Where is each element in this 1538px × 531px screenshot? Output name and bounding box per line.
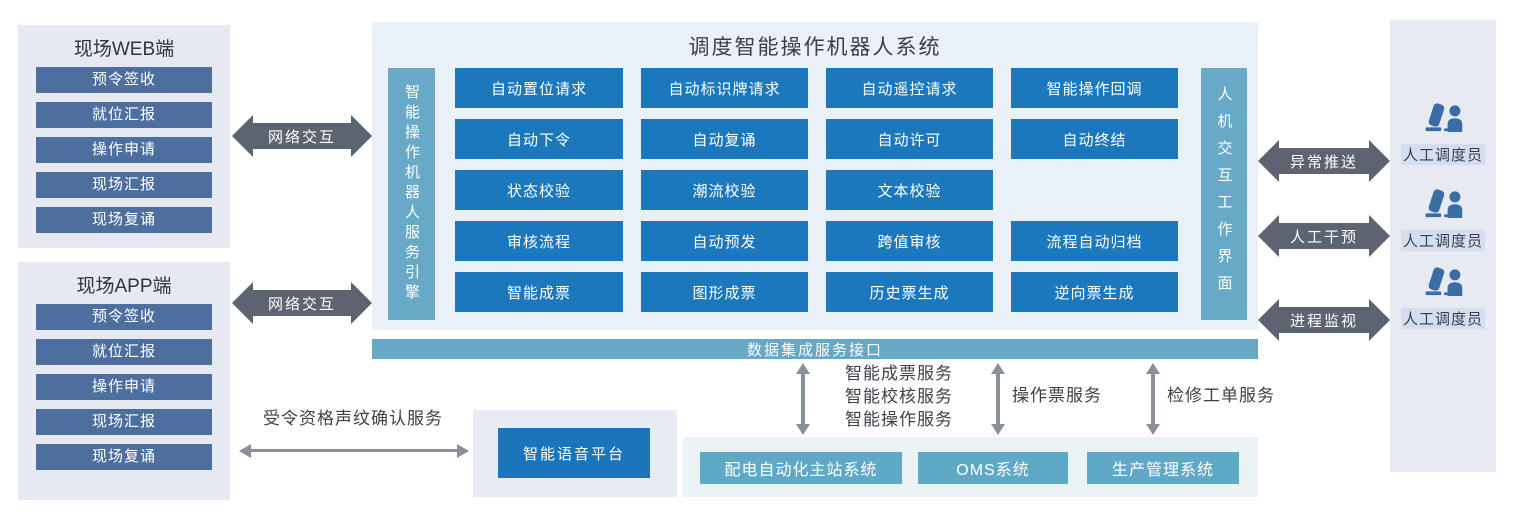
module-box: 自动复诵 <box>641 119 808 159</box>
bus-arrow-maintenance <box>1151 373 1155 425</box>
dispatcher-unit: 人工调度员 <box>1390 266 1496 329</box>
module-grid: 自动置位请求 自动标识牌请求 自动遥控请求 智能操作回调 自动下令 自动复诵 自… <box>455 68 1178 312</box>
field-web-item: 现场复诵 <box>36 207 212 233</box>
bus-arrow-smart <box>801 373 805 425</box>
dispatcher-panel <box>1390 20 1496 472</box>
operation-ticket-label: 操作票服务 <box>1012 386 1102 405</box>
dispatcher-at-terminal-icon <box>1425 189 1463 218</box>
dispatcher-at-terminal-icon <box>1425 267 1463 296</box>
module-box: 逆向票生成 <box>1011 272 1178 312</box>
module-box: 流程自动归档 <box>1011 221 1178 261</box>
smart-service-line: 智能成票服务 <box>845 364 953 383</box>
dispatcher-label: 人工调度员 <box>1400 308 1485 329</box>
dispatch-arrow-exception-push: 异常推送 <box>1279 148 1369 174</box>
field-app-items: 预令签收 就位汇报 操作申请 现场汇报 现场复诵 <box>18 302 230 470</box>
network-arrow-web: 网络交互 <box>253 123 351 149</box>
module-box: 自动置位请求 <box>455 68 623 108</box>
field-web-item: 现场汇报 <box>36 172 212 198</box>
module-box: 审核流程 <box>455 221 623 261</box>
field-web-items: 预令签收 就位汇报 操作申请 现场汇报 现场复诵 <box>18 65 230 233</box>
dispatcher-unit: 人工调度员 <box>1390 102 1496 165</box>
module-box: 历史票生成 <box>826 272 993 312</box>
field-app-item: 现场复诵 <box>36 444 212 470</box>
module-box: 自动预发 <box>641 221 808 261</box>
dispatch-arrow-manual-intervention: 人工干预 <box>1279 223 1369 249</box>
dispatcher-label: 人工调度员 <box>1400 230 1485 251</box>
field-app-panel: 现场APP端 预令签收 就位汇报 操作申请 现场汇报 现场复诵 <box>18 262 230 500</box>
maintenance-order-label: 检修工单服务 <box>1167 386 1275 405</box>
field-web-item: 操作申请 <box>36 137 212 163</box>
dispatcher-label: 人工调度员 <box>1400 144 1485 165</box>
network-arrow-app: 网络交互 <box>253 290 351 316</box>
module-box: 智能操作回调 <box>1011 68 1178 108</box>
dispatch-arrow-process-monitor: 进程监视 <box>1279 307 1369 333</box>
voiceprint-service-arrow <box>250 449 458 452</box>
hmi-interface-bar: 人机交互工作界面 <box>1201 68 1247 320</box>
system-production-management: 生产管理系统 <box>1087 452 1239 484</box>
field-app-item: 预令签收 <box>36 304 212 330</box>
bus-arrow-operation-ticket <box>996 373 1000 425</box>
module-box: 自动遥控请求 <box>826 68 993 108</box>
system-oms: OMS系统 <box>918 452 1068 484</box>
field-web-item: 就位汇报 <box>36 102 212 128</box>
module-box: 自动终结 <box>1011 119 1178 159</box>
field-web-item: 预令签收 <box>36 67 212 93</box>
dispatcher-at-terminal-icon <box>1425 103 1463 132</box>
field-web-title: 现场WEB端 <box>73 39 175 60</box>
smart-service-line: 智能校核服务 <box>845 387 953 406</box>
data-integration-bus: 数据集成服务接口 <box>372 339 1258 359</box>
module-box: 文本校验 <box>826 170 993 210</box>
module-box: 自动下令 <box>455 119 623 159</box>
system-distribution-automation: 配电自动化主站系统 <box>700 452 902 484</box>
field-app-item: 就位汇报 <box>36 339 212 365</box>
module-box: 自动许可 <box>826 119 993 159</box>
module-box: 智能成票 <box>455 272 623 312</box>
field-app-item: 现场汇报 <box>36 409 212 435</box>
field-app-item: 操作申请 <box>36 374 212 400</box>
smart-services-label: 智能成票服务 智能校核服务 智能操作服务 <box>845 362 953 431</box>
module-empty-cell <box>1011 170 1178 210</box>
module-box: 自动标识牌请求 <box>641 68 808 108</box>
service-engine-bar: 智能操作机器人服务引擎 <box>388 68 435 320</box>
smart-service-line: 智能操作服务 <box>845 410 953 429</box>
field-web-panel: 现场WEB端 预令签收 就位汇报 操作申请 现场汇报 现场复诵 <box>18 25 230 248</box>
field-app-title: 现场APP端 <box>76 276 172 297</box>
module-box: 图形成票 <box>641 272 808 312</box>
module-box: 状态校验 <box>455 170 623 210</box>
dispatcher-unit: 人工调度员 <box>1390 188 1496 251</box>
voice-platform-box: 智能语音平台 <box>498 428 650 478</box>
robot-system-title: 调度智能操作机器人系统 <box>688 36 942 59</box>
module-box: 跨值审核 <box>826 221 993 261</box>
voiceprint-service-label: 受令资格声纹确认服务 <box>263 409 443 428</box>
module-box: 潮流校验 <box>641 170 808 210</box>
